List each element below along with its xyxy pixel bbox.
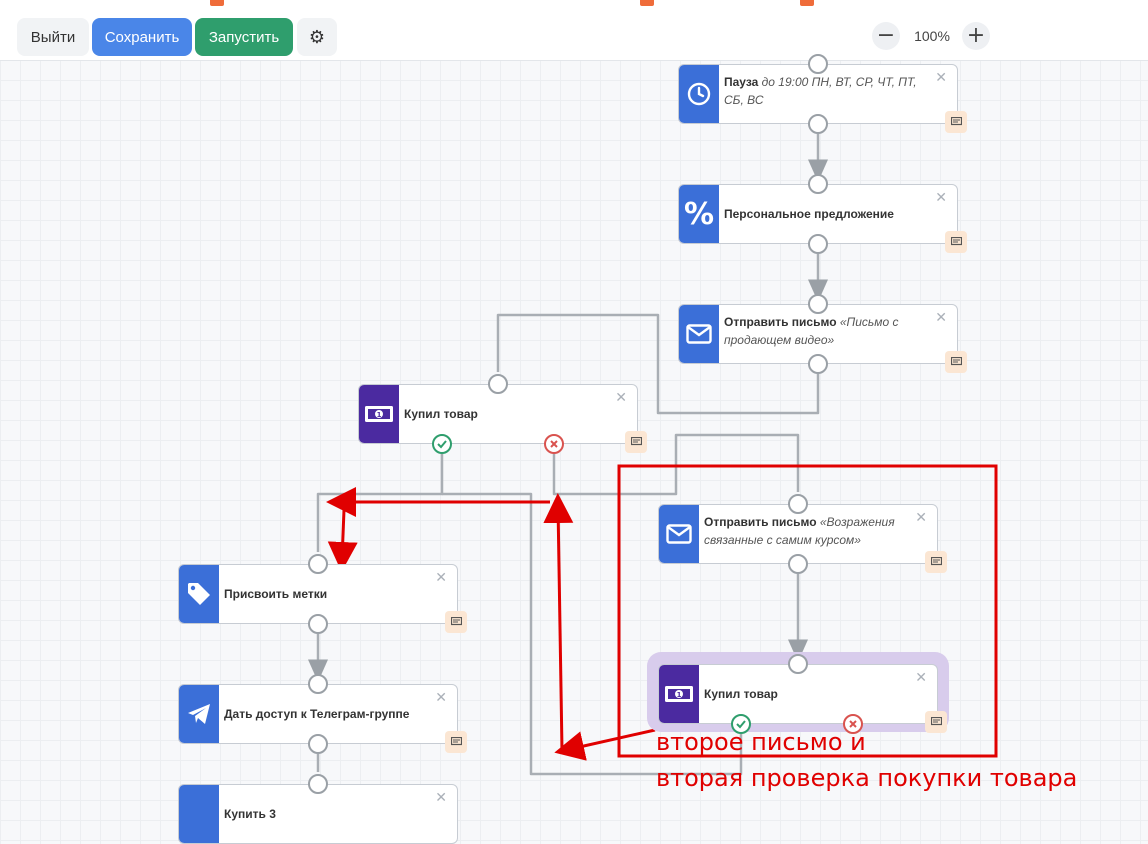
output-port[interactable] — [808, 234, 828, 254]
comment-icon[interactable] — [445, 731, 467, 753]
comment-icon[interactable] — [945, 111, 967, 133]
input-port[interactable] — [808, 54, 828, 74]
zoom-level: 100% — [914, 28, 950, 44]
zoom-in-button[interactable]: + — [962, 22, 990, 50]
node-email2-text: Отправить письмо «Возражения связанные с… — [704, 515, 895, 547]
node-bought-product-1[interactable]: 1 Купил товар ✕ — [358, 384, 647, 453]
window-top-strip — [0, 0, 1148, 14]
telegram-icon — [179, 685, 219, 743]
output-port[interactable] — [788, 554, 808, 574]
svg-text:1: 1 — [677, 691, 682, 699]
close-icon[interactable]: ✕ — [915, 509, 927, 525]
yes-port-check-icon[interactable] — [432, 434, 452, 454]
tag-icon — [179, 565, 219, 623]
comment-icon[interactable] — [925, 711, 947, 733]
close-icon[interactable]: ✕ — [435, 789, 447, 805]
input-port[interactable] — [308, 674, 328, 694]
node-pause-text: Пауза до 19:00 ПН, ВТ, СР, ЧТ, ПТ, СБ, В… — [724, 75, 917, 107]
output-port[interactable] — [808, 354, 828, 374]
node-bought-product-2[interactable]: 1 Купил товар ✕ — [658, 664, 947, 733]
annotation-line-2: вторая проверка покупки товара — [656, 764, 1078, 792]
node-email1-text: Отправить письмо «Письмо с продающем вид… — [724, 315, 899, 347]
close-icon[interactable]: ✕ — [435, 689, 447, 705]
list-icon — [179, 785, 219, 843]
connector-lines — [308, 134, 998, 776]
node-tags-text: Присвоить метки — [224, 587, 328, 601]
node-offer-text: Персональное предложение — [724, 207, 894, 221]
close-icon[interactable]: ✕ — [435, 569, 447, 585]
gear-icon: ⚙ — [308, 26, 326, 47]
input-port[interactable] — [808, 174, 828, 194]
close-icon[interactable]: ✕ — [615, 389, 627, 405]
percent-icon: % — [679, 185, 719, 243]
zoom-out-button[interactable]: − — [872, 22, 900, 50]
save-button[interactable]: Сохранить — [92, 18, 192, 56]
input-port[interactable] — [308, 774, 328, 794]
comment-icon[interactable] — [945, 351, 967, 373]
node-bought2-text: Купил товар — [704, 687, 778, 701]
yes-port-check-icon[interactable] — [731, 714, 751, 734]
no-port-cross-icon[interactable] — [544, 434, 564, 454]
settings-button[interactable]: ⚙ — [297, 18, 337, 56]
node-telegram-text: Дать доступ к Телеграм-группе — [224, 707, 410, 721]
comment-icon[interactable] — [625, 431, 647, 453]
close-icon[interactable]: ✕ — [915, 669, 927, 685]
input-port[interactable] — [788, 494, 808, 514]
output-port[interactable] — [308, 734, 328, 754]
close-icon[interactable]: ✕ — [935, 69, 947, 85]
output-port[interactable] — [308, 614, 328, 634]
no-port-cross-icon[interactable] — [843, 714, 863, 734]
input-port[interactable] — [788, 654, 808, 674]
input-port[interactable] — [808, 294, 828, 314]
output-port[interactable] — [808, 114, 828, 134]
input-port[interactable] — [308, 554, 328, 574]
node-bought1-text: Купил товар — [404, 407, 478, 421]
envelope-icon — [659, 505, 699, 563]
toolbar: Выйти Сохранить Запустить ⚙ − 100% + — [0, 14, 1148, 61]
run-button[interactable]: Запустить — [195, 18, 293, 56]
close-icon[interactable]: ✕ — [935, 189, 947, 205]
svg-text:1: 1 — [377, 411, 382, 419]
money-icon: 1 — [359, 385, 399, 443]
exit-button[interactable]: Выйти — [17, 18, 89, 56]
clock-icon — [679, 65, 719, 123]
money-icon: 1 — [659, 665, 699, 723]
comment-icon[interactable] — [445, 611, 467, 633]
close-icon[interactable]: ✕ — [935, 309, 947, 325]
node-next-text: Купить 3 — [224, 807, 276, 821]
comment-icon[interactable] — [925, 551, 947, 573]
annotation-line-1: второе письмо и — [656, 728, 866, 756]
comment-icon[interactable] — [945, 231, 967, 253]
input-port[interactable] — [488, 374, 508, 394]
envelope-icon — [679, 305, 719, 363]
